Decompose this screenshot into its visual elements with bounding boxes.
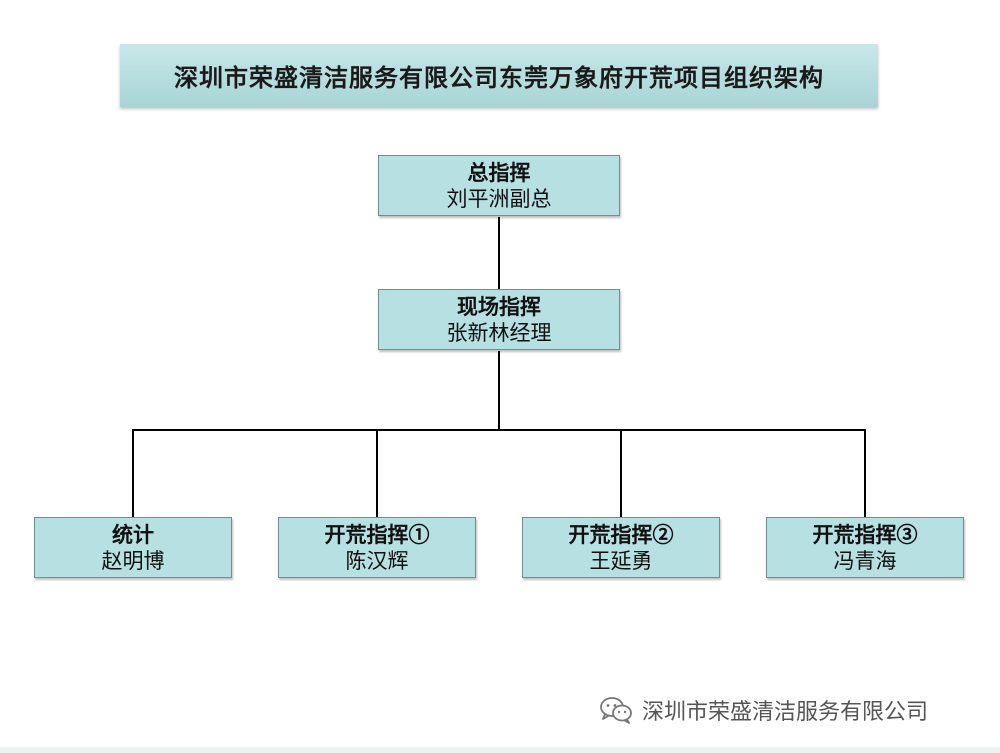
connector-bus-lead-3 bbox=[864, 429, 866, 517]
node-person: 张新林经理 bbox=[446, 320, 552, 345]
node-person: 王延勇 bbox=[589, 548, 653, 573]
connector-commander-site bbox=[498, 217, 500, 289]
node-cleaning-lead-3: 开荒指挥③ 冯青海 bbox=[766, 517, 964, 578]
wechat-icon bbox=[600, 697, 632, 724]
watermark: 深圳市荣盛清洁服务有限公司 bbox=[598, 690, 928, 730]
node-role: 开荒指挥③ bbox=[812, 521, 918, 547]
node-statistics: 统计 赵明博 bbox=[34, 517, 232, 578]
watermark-text: 深圳市荣盛清洁服务有限公司 bbox=[642, 700, 929, 725]
chart-title: 深圳市荣盛清洁服务有限公司东莞万象府开荒项目组织架构 bbox=[174, 63, 824, 92]
connector-site-bus bbox=[498, 351, 500, 431]
connector-bus-lead-2 bbox=[620, 429, 622, 517]
bottom-strip bbox=[0, 747, 1000, 753]
node-role: 现场指挥 bbox=[457, 293, 541, 319]
node-role: 开荒指挥① bbox=[324, 521, 430, 547]
node-commander: 总指挥 刘平洲副总 bbox=[378, 155, 620, 216]
node-person: 陈汉辉 bbox=[345, 548, 409, 573]
node-person: 冯青海 bbox=[833, 548, 897, 573]
chart-title-banner: 深圳市荣盛清洁服务有限公司东莞万象府开荒项目组织架构 bbox=[120, 44, 878, 107]
connector-bus-statistics bbox=[132, 429, 134, 517]
node-site-commander: 现场指挥 张新林经理 bbox=[378, 289, 620, 350]
node-cleaning-lead-1: 开荒指挥① 陈汉辉 bbox=[278, 517, 476, 578]
connector-horizontal-bus bbox=[132, 429, 866, 431]
node-role: 统计 bbox=[112, 521, 154, 547]
connector-bus-lead-1 bbox=[376, 429, 378, 517]
node-person: 赵明博 bbox=[101, 548, 165, 573]
node-role: 开荒指挥② bbox=[568, 521, 674, 547]
node-role: 总指挥 bbox=[467, 159, 531, 185]
node-cleaning-lead-2: 开荒指挥② 王延勇 bbox=[522, 517, 720, 578]
node-person: 刘平洲副总 bbox=[446, 186, 552, 211]
